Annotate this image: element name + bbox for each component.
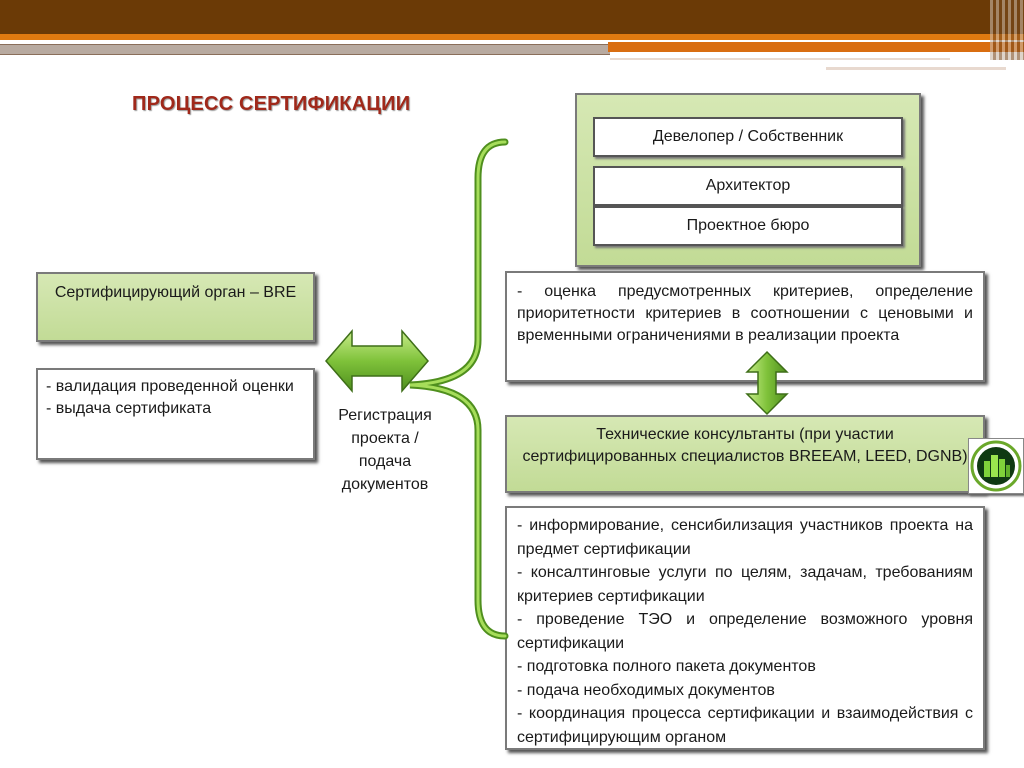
page-title: ПРОЦЕСС СЕРТИФИКАЦИИ (132, 93, 411, 115)
green-building-logo (968, 438, 1024, 494)
certifying-body-label: Сертифицирующий орган – BRE (54, 284, 297, 301)
participant-design-bureau: Проектное бюро (593, 206, 903, 246)
double-arrow-horizontal (325, 328, 429, 394)
header-stripes (990, 0, 1024, 60)
consultants-box: Технические консультанты (при участии се… (505, 415, 985, 493)
consultants-tasks-box: - информирование, сенсибилизация участни… (505, 506, 985, 750)
header-orange-stripe (608, 42, 1024, 52)
curly-brace (409, 138, 509, 640)
criteria-text: - оценка предусмотренных критериев, опре… (517, 283, 973, 344)
consultants-label: Технические консультанты (при участии се… (522, 426, 968, 465)
participant-architect: Архитектор (593, 166, 903, 206)
participants-group: Девелопер / Собственник Архитектор Проек… (575, 93, 921, 267)
consultants-task: - консалтинговые услуги по целям, задача… (517, 564, 973, 605)
consultants-task: - проведение ТЭО и определение возможног… (517, 611, 973, 652)
header-gray-stripe (0, 44, 610, 55)
consultants-task: - подача необходимых документов (517, 681, 775, 699)
certifying-task: - выдача сертификата (46, 400, 212, 417)
consultants-task: - координация процесса сертификации и вз… (517, 705, 973, 746)
certifying-task: - валидация проведенной оценки (46, 378, 294, 395)
certifying-body-box: Сертифицирующий орган – BRE (36, 272, 315, 342)
criteria-box: - оценка предусмотренных критериев, опре… (505, 271, 985, 382)
consultants-task: - подготовка полного пакета документов (517, 658, 816, 675)
header-accent-bar (0, 34, 1024, 40)
certifying-tasks-box: - валидация проведенной оценки - выдача … (36, 368, 315, 460)
consultants-task: - информирование, сенсибилизация участни… (517, 517, 973, 558)
header-bar (0, 0, 1024, 34)
participant-developer: Девелопер / Собственник (593, 117, 903, 157)
registration-label: Регистрация проекта / подача документов (338, 407, 432, 493)
